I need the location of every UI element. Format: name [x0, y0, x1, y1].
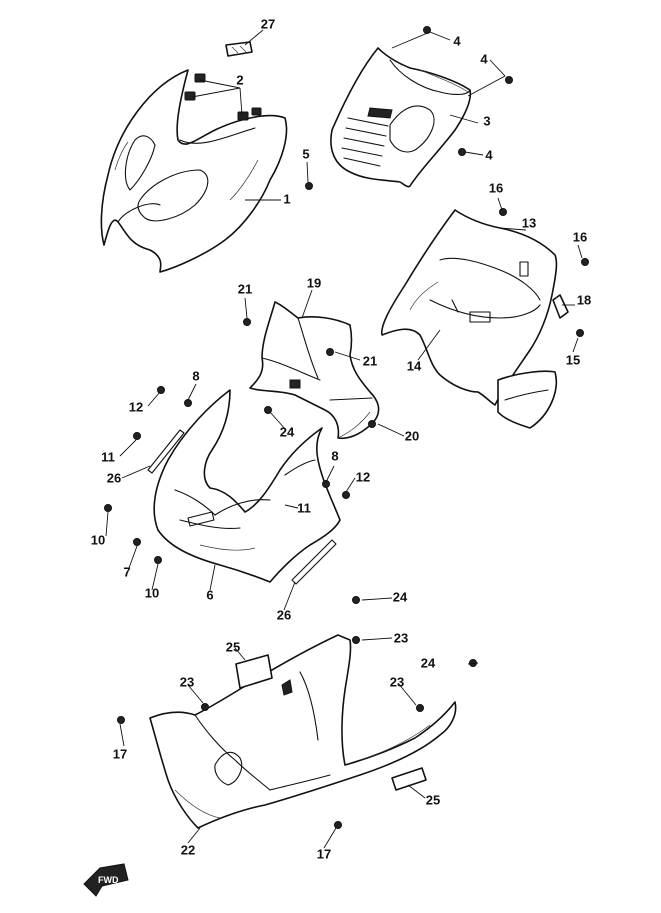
callout-16-left: 16: [489, 180, 503, 195]
callout-24-right: 24: [421, 655, 436, 670]
callout-labels: 27 2 1 4 4 3 4 5 16 13 16 18 15 14 19 21…: [91, 16, 591, 861]
callout-21-top: 21: [238, 281, 252, 296]
callout-8-right: 8: [331, 448, 338, 463]
forward-mark-text: FWD: [98, 875, 119, 885]
callout-14: 14: [407, 358, 422, 373]
callout-25-bottom: 25: [426, 792, 440, 807]
callout-20: 20: [405, 428, 419, 443]
callout-6: 6: [206, 587, 213, 602]
callout-4-top: 4: [453, 33, 461, 48]
callout-3: 3: [483, 113, 490, 128]
callout-23-right: 23: [390, 674, 404, 689]
fasteners: [104, 26, 589, 829]
callout-16-right: 16: [573, 229, 587, 244]
callout-22: 22: [181, 842, 195, 857]
part-cap-18: [552, 294, 569, 319]
callout-17-left: 17: [113, 746, 127, 761]
grille-slats: [341, 107, 393, 167]
callout-24-top: 24: [393, 589, 408, 604]
callout-7: 7: [123, 564, 130, 579]
part-under-cover: [149, 634, 457, 829]
part-bracket-19: [249, 301, 380, 440]
callout-26-right: 26: [277, 607, 291, 622]
callout-11-right: 11: [297, 500, 311, 515]
callout-26-left: 26: [107, 470, 121, 485]
callout-17-bottom: 17: [317, 846, 331, 861]
callout-24-mid: 24: [280, 424, 295, 439]
callout-2: 2: [236, 72, 243, 87]
callout-23-left: 23: [180, 674, 194, 689]
callout-25-top: 25: [226, 639, 240, 654]
callout-4-lower: 4: [485, 147, 493, 162]
callout-5: 5: [302, 146, 309, 161]
callout-13: 13: [522, 215, 536, 230]
part-clips-2: [184, 73, 262, 121]
forward-direction-mark: FWD: [83, 863, 129, 897]
callout-10-lower: 10: [145, 585, 159, 600]
callout-1: 1: [283, 191, 290, 206]
callout-8-left: 8: [192, 368, 199, 383]
callout-10-left: 10: [91, 532, 105, 547]
part-decal-25: [235, 654, 427, 791]
callout-4-right: 4: [480, 51, 488, 66]
callout-11-left: 11: [101, 449, 115, 464]
part-emblem-27: [225, 41, 253, 57]
part-lower-front-cover: [153, 389, 341, 583]
part-leg-shield: [381, 209, 558, 429]
callout-23-top: 23: [394, 630, 408, 645]
callout-12-right: 12: [356, 469, 370, 484]
callout-21-right: 21: [363, 353, 377, 368]
callout-18: 18: [577, 292, 591, 307]
callout-27: 27: [261, 16, 275, 31]
callout-15: 15: [566, 352, 580, 367]
callout-12-left: 12: [129, 399, 143, 414]
callout-19: 19: [307, 275, 321, 290]
leader-lines: [105, 29, 583, 849]
part-inner-front-panel: [330, 47, 472, 188]
